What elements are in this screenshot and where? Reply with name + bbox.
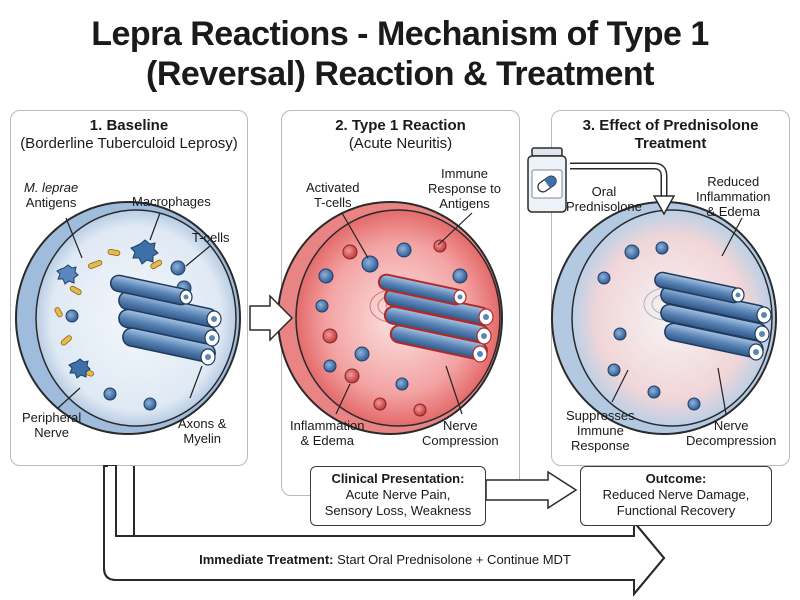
outcome-line-2: Functional Recovery [616, 503, 736, 518]
panel-2-heading: 2. Type 1 Reaction [335, 117, 466, 134]
panel-1-title: 1. Baseline (Borderline Tuberculoid Lepr… [11, 117, 247, 153]
panel-2-subheading: (Acute Neuritis) [348, 135, 453, 152]
reaction-nerve-illustration [277, 201, 503, 435]
title-line-2: (Reversal) Reaction & Treatment [146, 55, 654, 93]
panel-3-title: 3. Effect of Prednisolone Treatment [552, 117, 789, 153]
clinical-presentation-box: Clinical Presentation: Acute Nerve Pain,… [310, 466, 486, 526]
panel-3-leader-lines [611, 217, 743, 415]
label-peripheral-nerve: Peripheral Nerve [22, 410, 82, 440]
label-m-leprae-antigens: M. leprae Antigens [24, 180, 79, 210]
reduced-t-cells [597, 241, 701, 411]
panel-3-subheading: Treatment [634, 135, 707, 152]
outcome-title: Outcome: [645, 471, 707, 486]
axon-bundle-1 [109, 274, 222, 366]
activated-t-cells [315, 242, 468, 391]
page-title: Lepra Reactions - Mechanism of Type 1 (R… [0, 14, 800, 94]
label-activated-t-cells: Activated T-cells [306, 180, 360, 210]
outcome-line-1: Reduced Nerve Damage, [602, 487, 750, 502]
arrow-presentation-to-outcome [485, 470, 578, 510]
inflamed-cells [322, 239, 447, 417]
prednisolone-arrow-fill [570, 164, 666, 198]
label-suppresses-immune-response: Suppresses Immune Response [566, 408, 635, 453]
immediate-treatment-text: Immediate Treatment: Start Oral Predniso… [150, 552, 620, 568]
immediate-treatment-label: Immediate Treatment: [199, 552, 334, 567]
macrophages [56, 239, 159, 379]
immediate-treatment-detail: Start Oral Prednisolone + Continue MDT [333, 552, 571, 567]
label-t-cells: T-cells [192, 230, 230, 245]
title-line-1: Lepra Reactions - Mechanism of Type 1 [91, 15, 709, 53]
label-axons-myelin: Axons & Myelin [178, 416, 227, 446]
panel-1-heading: 1. Baseline [89, 117, 169, 134]
label-nerve-decompression: Nerve Decompression [686, 418, 777, 448]
axon-bundle-2 [377, 273, 494, 363]
outcome-box: Outcome: Reduced Nerve Damage, Functiona… [580, 466, 772, 526]
arrow-panel1-to-panel2 [249, 294, 294, 342]
baseline-nerve-illustration [15, 201, 241, 435]
label-reduced-inflammation: Reduced Inflammation & Edema [696, 174, 771, 219]
label-inflammation-edema: Inflammation & Edema [290, 418, 365, 448]
clinical-presentation-line-2: Sensory Loss, Weakness [324, 503, 472, 518]
treated-nerve-illustration [527, 147, 777, 435]
panel-3-heading: 3. Effect of Prednisolone [582, 117, 759, 134]
axon-bundle-3 [654, 271, 772, 361]
panel-1-leader-lines [57, 212, 211, 409]
label-macrophages: Macrophages [132, 194, 211, 209]
panel-1-subheading: (Borderline Tuberculoid Leprosy) [20, 135, 238, 152]
prednisolone-arrowhead [652, 195, 676, 216]
label-immune-response: Immune Response to Antigens [428, 166, 501, 211]
label-nerve-compression: Nerve Compression [422, 418, 499, 448]
clinical-presentation-line-1: Acute Nerve Pain, [345, 487, 451, 502]
label-oral-prednisolone: Oral Prednisolone [566, 184, 642, 214]
panel-2-title: 2. Type 1 Reaction (Acute Neuritis) [282, 117, 519, 153]
pill-bottle-icon [527, 147, 567, 213]
panel-2-leader-lines [335, 212, 473, 415]
clinical-presentation-title: Clinical Presentation: [331, 471, 465, 486]
